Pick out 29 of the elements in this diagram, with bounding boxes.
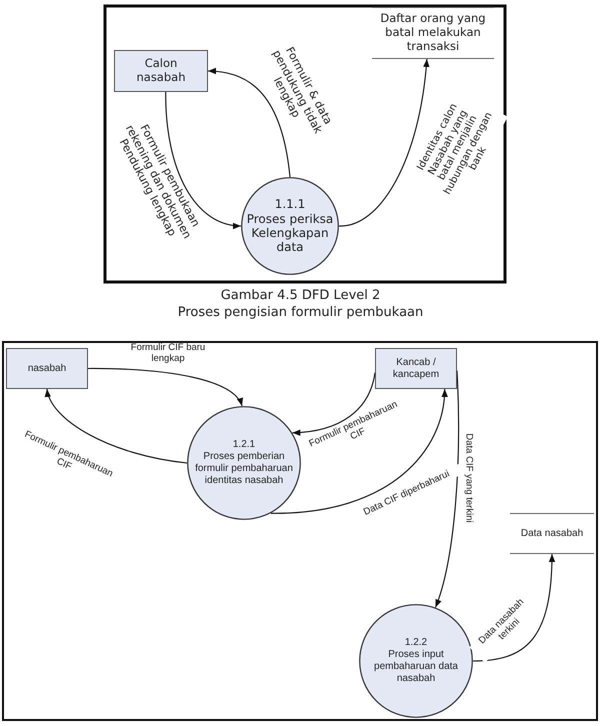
data-flow-arrow bbox=[292, 372, 376, 436]
data-flow-arrow bbox=[472, 554, 555, 662]
process-name: Proses periksa Kelengkapan data bbox=[246, 212, 334, 255]
external-entity-box bbox=[375, 348, 457, 389]
store-name: Data nasabah bbox=[520, 528, 584, 540]
data-flow-arrow bbox=[338, 58, 430, 227]
data-store bbox=[372, 7, 494, 59]
process-number: 1.2.2 bbox=[404, 637, 428, 649]
process-circle bbox=[187, 406, 301, 520]
figure-caption: Proses pengisian formulir pembukaan bbox=[176, 305, 424, 320]
data-flow-arrow bbox=[88, 368, 242, 406]
process-number: 1.2.1 bbox=[232, 439, 256, 451]
entity-name: Kancab / kancapem bbox=[392, 356, 440, 380]
entity-name: nasabah bbox=[26, 362, 68, 374]
process-name: Proses input pembaharuan data nasabah bbox=[373, 649, 459, 685]
entity-name: Calon nasabah bbox=[135, 57, 186, 85]
data-flow-arrow bbox=[46, 388, 188, 464]
external-entity-box bbox=[6, 348, 88, 389]
data-store bbox=[510, 513, 594, 554]
process-number: 1.1.1 bbox=[274, 197, 306, 212]
process-circle bbox=[359, 604, 473, 718]
data-flow-arrow bbox=[208, 68, 291, 178]
data-flow-arrow bbox=[165, 92, 242, 228]
data-flow-arrow bbox=[270, 388, 448, 514]
process-circle bbox=[241, 177, 339, 275]
figure-caption: Gambar 4.5 DFD Level 2 bbox=[220, 288, 382, 303]
external-entity-box bbox=[114, 50, 208, 92]
process-name: Proses pemberian formulir pembaharuan identitas nasabah bbox=[194, 451, 294, 487]
store-name: Daftar orang yang batal melakukan transaksi bbox=[379, 12, 487, 54]
